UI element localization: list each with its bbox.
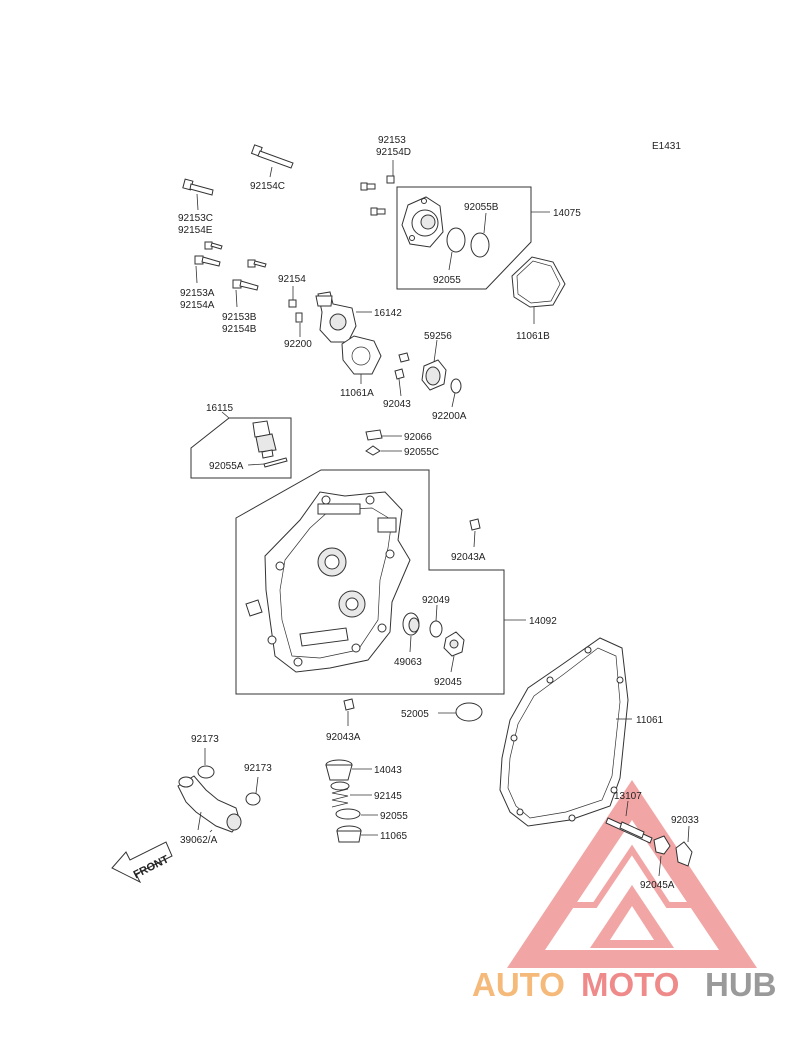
o-ring-92055C [365,445,402,456]
label-92153C: 92153C [178,213,213,224]
group-box-16115 [190,417,292,479]
label-92173-a: 92173 [191,734,219,745]
label-49063: 49063 [394,657,422,668]
water-pipe-16142 [315,291,372,343]
label-92154B: 92154B [222,324,257,335]
label-52005: 52005 [401,709,429,720]
nut-92045 [443,631,465,673]
group-box-14092 [235,469,505,695]
label-92154C: 92154C [250,181,285,192]
dowel-92043A-bottom [343,698,355,711]
o-ring-92055A [263,457,288,468]
label-16142: 16142 [374,308,402,319]
o-ring-92055 [446,227,466,253]
label-11061A: 11061A [340,388,374,399]
circlip-92033 [675,825,693,867]
impeller-59256 [421,339,447,391]
dowel-92043A-top [469,518,481,531]
watermark-text-moto: MOTO [581,966,679,1003]
label-92043A-bottom: 92043A [326,732,361,743]
dowel-upper [398,352,410,363]
label-92145: 92145 [374,791,402,802]
watermark-text-auto: AUTO [472,966,565,1003]
switch-16115 [252,420,277,459]
bolt-92153 [360,175,395,216]
label-13107: 13107 [614,791,642,802]
group-box-14075 [396,186,532,290]
bolt-92153B [232,259,267,291]
washer-92049 [429,604,443,638]
oil-hose-39062A [177,775,242,833]
label-92043: 92043 [383,399,411,410]
gasket-11061A [341,335,382,384]
label-16115: 16115 [206,403,234,414]
cap-11065 [336,825,378,843]
label-92055-bottom: 92055 [380,811,408,822]
label-11061: 11061 [636,715,664,726]
label-92200A: 92200A [432,411,467,422]
label-39062A: 39062/A [180,835,218,846]
clamp-92173-a [197,748,215,779]
front-arrow-icon: FRONT [111,841,173,884]
label-92055: 92055 [433,275,461,286]
dowel-92043 [394,368,405,380]
label-92055C: 92055C [404,447,439,458]
label-92043A-top: 92043A [451,552,486,563]
watermark-logo [507,780,757,968]
gasket-11061B [511,256,566,324]
bolt-92153A [194,241,223,267]
label-92154: 92154 [278,274,306,285]
bolt-92153C [182,178,214,196]
seal-49063 [402,612,420,653]
cap-14043 [325,759,372,781]
plug-92066 [365,429,402,441]
label-92066: 92066 [404,432,432,443]
label-92154E: 92154E [178,225,213,236]
gasket-11061 [499,637,632,827]
bolt-92154 [288,299,303,323]
label-92049: 92049 [422,595,450,606]
label-14043: 14043 [374,765,402,776]
bolt-92154C [250,144,294,169]
label-92173-b: 92173 [244,763,272,774]
clamp-92173-b [245,776,261,806]
label-92200: 92200 [284,339,312,350]
label-92153: 92153 [378,135,406,146]
label-59256: 59256 [424,331,452,342]
spring-92145 [330,781,372,808]
label-92055A: 92055A [209,461,244,472]
water-pump-cover [401,196,444,248]
shaft-13107 [605,800,653,844]
label-92045: 92045 [434,677,462,688]
o-ring-92055B [470,232,490,258]
diagram-code: E1431 [652,141,681,152]
label-92153B: 92153B [222,312,257,323]
label-92033: 92033 [671,815,699,826]
label-14092: 14092 [529,616,557,627]
label-11065: 11065 [380,831,408,842]
watermark-text: AUTO MOTO HUB [472,966,777,1003]
o-ring-52005 [438,702,483,722]
label-11061B: 11061B [516,331,550,342]
label-92154D: 92154D [376,147,411,158]
crankcase-cover-14092 [245,491,411,673]
o-ring-92055-bottom [335,808,378,820]
label-92154A: 92154A [180,300,215,311]
label-14075: 14075 [553,208,581,219]
label-92055B: 92055B [464,202,499,213]
label-92045A: 92045A [640,880,675,891]
watermark-text-hub: HUB [705,966,777,1003]
nut-92045A [653,835,671,877]
washer-92200A [450,378,462,408]
label-92153A: 92153A [180,288,215,299]
